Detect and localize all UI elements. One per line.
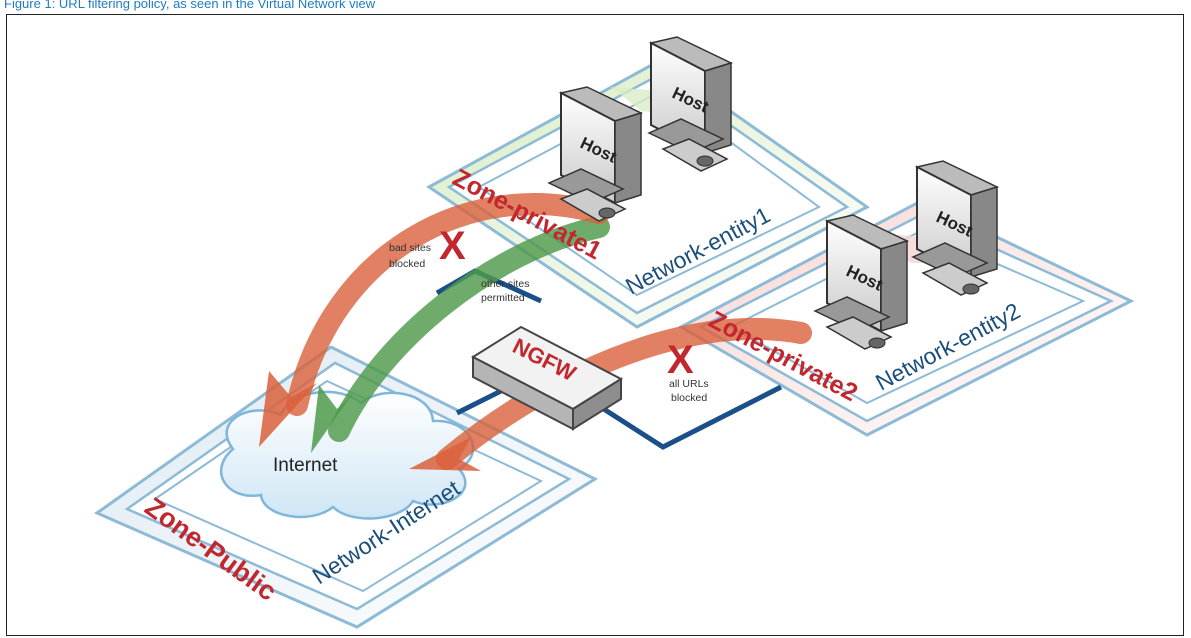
annotation-line: all URLs xyxy=(669,378,709,390)
annotation-line: blocked xyxy=(671,392,707,404)
annotation-line: bad sites xyxy=(389,242,431,254)
host-computer xyxy=(813,214,910,350)
diagram-frame: Host Host Host Host Zone-private1 Zone-p… xyxy=(6,14,1184,636)
annotation-line: permitted xyxy=(481,292,525,304)
block-mark-icon: X xyxy=(667,338,694,382)
figure-caption: Figure 1: URL filtering policy, as seen … xyxy=(4,0,376,11)
blocked-traffic-arrow-2 xyxy=(409,317,812,471)
host-computer xyxy=(647,36,734,172)
host-computer xyxy=(547,86,644,222)
annotation-line: other sites xyxy=(481,278,529,290)
ngfw-device xyxy=(470,325,624,431)
internet-label: Internet xyxy=(273,455,338,476)
host-computer xyxy=(911,160,1000,296)
bad-sites-blocked-label: bad sites blocked xyxy=(389,242,434,270)
annotation-line: blocked xyxy=(389,258,425,270)
block-mark-icon: X xyxy=(439,224,466,268)
blocked-traffic-arrow-1 xyxy=(259,193,610,447)
other-sites-permitted-label: other sites permitted xyxy=(481,278,532,304)
network-diagram: Host Host Host Host Zone-private1 Zone-p… xyxy=(93,36,1135,629)
all-urls-blocked-label: all URLs blocked xyxy=(669,378,712,404)
permitted-traffic-arrow xyxy=(311,216,610,453)
